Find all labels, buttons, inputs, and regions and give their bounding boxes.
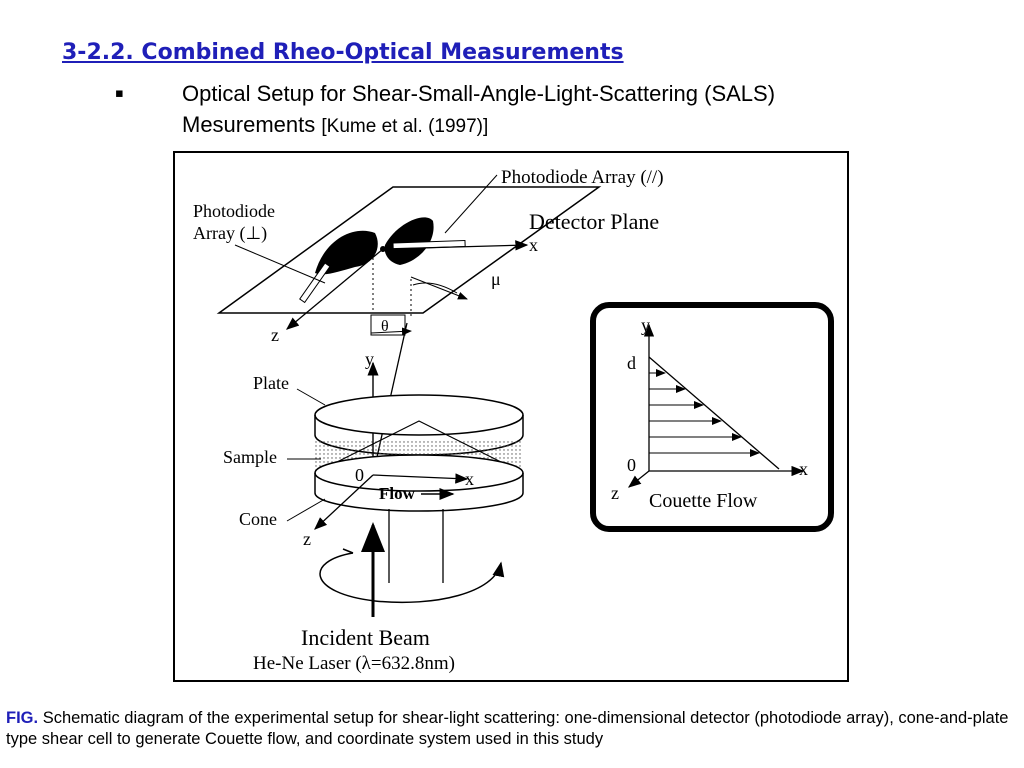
label-photodiode-perp-2: Array (⊥): [193, 223, 267, 244]
inset-label-z: z: [611, 483, 619, 503]
inset-title: Couette Flow: [649, 490, 758, 512]
label-z-bottom: z: [303, 529, 311, 549]
z-axis-top: [286, 248, 384, 330]
inset-label-x: x: [799, 459, 808, 479]
leader-plate: [296, 388, 326, 406]
scattering-lobe-left: [315, 230, 378, 275]
x-axis-top: [382, 240, 529, 251]
label-sample: Sample: [223, 447, 277, 467]
label-photodiode-array-parallel: Photodiode Array (//): [501, 167, 664, 188]
inset-label-zero: 0: [627, 455, 636, 475]
label-mu: μ: [491, 269, 501, 289]
z-axis-bottom: [314, 474, 374, 530]
label-detector-plane: Detector Plane: [529, 209, 659, 234]
label-x-mid: x: [465, 469, 474, 489]
theta-box: [370, 314, 406, 336]
caption-text: Schematic diagram of the experimental se…: [6, 709, 1009, 748]
inset-z-axis: [627, 470, 650, 488]
scattering-lobe-right: [384, 217, 434, 265]
leader-cone: [286, 498, 326, 522]
label-photodiode-perp-1: Photodiode: [193, 201, 275, 221]
cone-sides: [314, 473, 524, 493]
inset-label-d: d: [627, 353, 636, 373]
label-laser: He-Ne Laser (λ=632.8nm): [253, 653, 455, 674]
mu-arrow: [410, 276, 468, 300]
label-flow: Flow: [379, 484, 416, 503]
cone-profile: [314, 420, 524, 474]
figure-caption: FIG. Schematic diagram of the experiment…: [6, 708, 1022, 750]
label-x-top: x: [529, 235, 538, 255]
label-plate: Plate: [253, 373, 289, 393]
bullet-main-text: Optical Setup for Shear-Small-Angle-Ligh…: [182, 81, 776, 137]
mu-arc: [412, 282, 458, 294]
bullet-citation: [Kume et al. (1997)]: [321, 116, 489, 137]
cone-bottom: [314, 492, 524, 512]
x-axis-mid: [372, 473, 469, 484]
bullet-marker: ▪: [115, 86, 124, 101]
leader-photodiode-perp: [234, 244, 326, 284]
label-cone: Cone: [239, 509, 277, 529]
leader-photodiode-parallel: [444, 174, 498, 234]
bullet-text: Optical Setup for Shear-Small-Angle-Ligh…: [182, 78, 902, 142]
detector-plane: [216, 186, 602, 330]
label-incident-beam: Incident Beam: [301, 625, 430, 650]
couette-flow-inset: y d 0 x z Couette Flow: [590, 302, 834, 532]
photodiode-array-perp-bar: [299, 262, 331, 304]
setup-figure: Photodiode Array (//) Photodiode Array (…: [173, 151, 849, 682]
plate-top: [314, 394, 524, 436]
label-y: y: [365, 349, 374, 369]
rotation-arrow: [319, 552, 505, 604]
cone-top: [314, 454, 524, 492]
plate-sides: [314, 415, 524, 435]
label-theta: θ: [381, 318, 389, 335]
label-zero: 0: [355, 465, 364, 485]
caption-label: FIG.: [6, 709, 39, 727]
inset-label-y: y: [641, 315, 650, 335]
slide-title: 3-2.2. Combined Rheo-Optical Measurement…: [62, 40, 624, 65]
rotation-arrow-tail: [342, 548, 354, 554]
theta-arrow: [370, 327, 412, 336]
setup-diagram: Photodiode Array (//) Photodiode Array (…: [193, 167, 834, 674]
label-z-top: z: [271, 325, 279, 345]
shear-cell: [314, 394, 524, 583]
